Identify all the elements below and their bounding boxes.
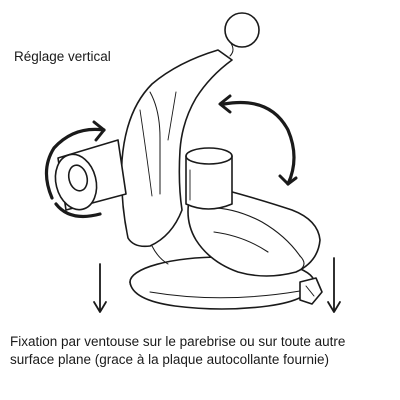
adjust-knob [54,139,127,211]
mount-arm [120,49,233,265]
fixation-caption: Fixation par ventouse sur le parebrise o… [10,333,345,369]
fixation-caption-line1: Fixation par ventouse sur le parebrise o… [10,334,346,349]
vertical-adjust-label: Réglage vertical [14,49,111,64]
ball-joint [224,12,260,57]
vertical-rotation-arrow [44,120,106,218]
press-down-arrow-left [93,263,107,313]
lever-base [187,186,321,277]
release-tab [299,277,323,305]
cylinder-knob [185,147,233,210]
rotation-arrow [218,94,298,186]
fixation-caption-line2: surface plane (grace à la plaque autocol… [10,352,329,367]
press-down-arrow-right [327,257,341,313]
